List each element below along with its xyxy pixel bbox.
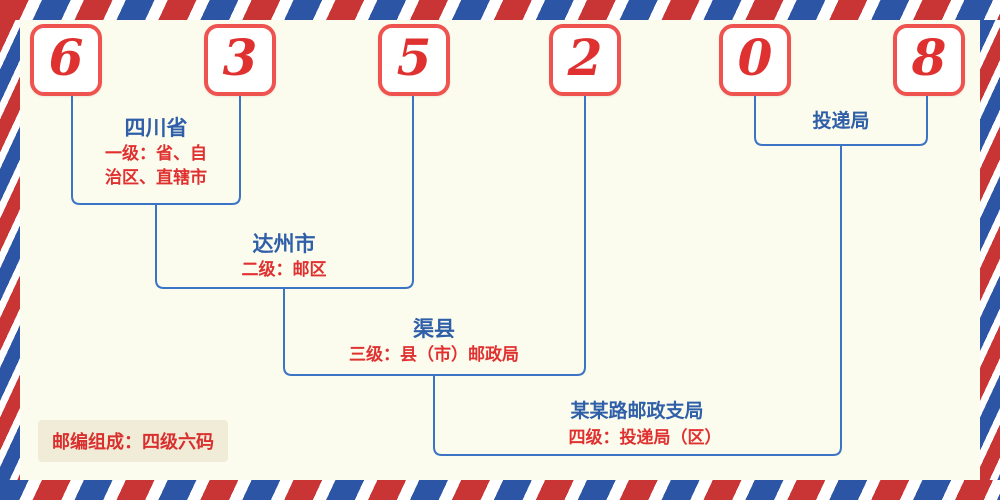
level4-name: 某某路邮政支局 [570, 400, 704, 422]
digit-box-1: 6 [30, 24, 102, 96]
postal-digit-2: 3 [222, 28, 258, 87]
level1-name: 四川省 [124, 116, 188, 140]
digit-box-3: 5 [378, 24, 450, 96]
digit-box-6: 8 [893, 24, 965, 96]
delivery-office-label: 投递局 [812, 110, 870, 132]
level2-name: 达州市 [252, 232, 316, 256]
level4-desc: 四级：投递局（区） [568, 428, 722, 448]
postal-digit-4: 2 [567, 28, 603, 87]
postal-digit-6: 8 [911, 28, 947, 87]
postal-digit-5: 0 [737, 28, 773, 87]
postal-digit-3: 5 [396, 28, 432, 87]
level3-name: 渠县 [413, 317, 455, 341]
border-stripe-bottom [0, 480, 1000, 500]
border-stripe-left [0, 20, 20, 480]
level2-desc: 二级：邮区 [241, 260, 327, 280]
postal-digit-1: 6 [48, 28, 84, 87]
level3-desc: 三级：县（市）邮政局 [349, 345, 519, 365]
composition-note-badge: 邮编组成：四级六码 [38, 420, 228, 462]
digit-box-5: 0 [719, 24, 791, 96]
level1-desc: 一级：省、自 治区、直辖市 [105, 144, 207, 188]
border-stripe-top [0, 0, 1000, 20]
digit-box-4: 2 [549, 24, 621, 96]
digit-box-2: 3 [204, 24, 276, 96]
border-stripe-right [980, 20, 1000, 480]
